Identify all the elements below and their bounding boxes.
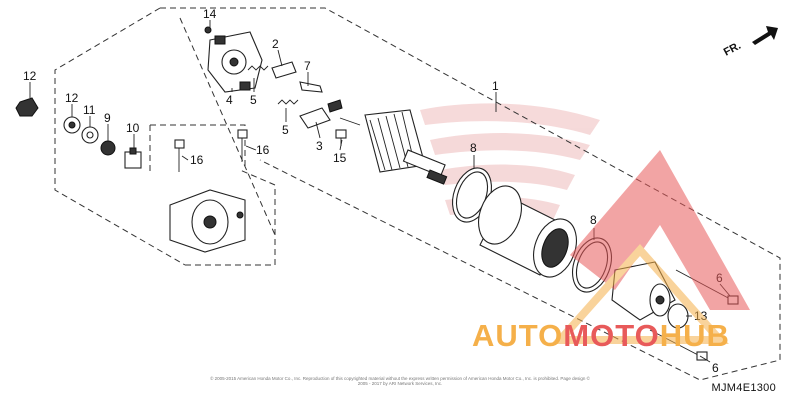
terminal-parts [15,97,142,169]
callout-8a: 8 [470,141,477,155]
callout-8b: 8 [590,213,597,227]
rear-cover [169,189,246,253]
direction-indicator: FR. [720,20,780,65]
diagram-code: MJM4E1300 [711,382,776,394]
callout-1: 1 [492,79,499,93]
watermark-triangle [551,150,750,344]
callout-16a: 16 [190,153,204,167]
callout-16b: 16 [256,143,270,157]
callout-12a: 12 [23,69,37,83]
callout-12b: 12 [65,91,79,105]
screw-14 [204,26,212,34]
watermark-logo: AUTOMOTOHUB [472,318,730,353]
svg-text:FR.: FR. [722,40,743,59]
brush-springs [247,61,343,129]
callout-15: 15 [333,151,347,165]
front-arrow-icon: FR. [722,26,778,59]
callout-11: 11 [83,103,96,117]
callout-6b: 6 [712,361,719,375]
copyright-notice: © 2005-2015 American Honda Motor Co., In… [210,376,590,386]
callout-7: 7 [304,59,311,73]
callout-14: 14 [203,7,217,21]
yoke-housing [478,185,577,278]
callout-5a: 5 [250,93,257,107]
callout-2: 2 [272,37,279,51]
callout-4: 4 [226,93,233,107]
brush-holder [207,31,263,93]
callout-3: 3 [316,139,323,153]
bolts-16 [174,129,248,172]
callout-9: 9 [104,111,111,125]
callout-5b: 5 [282,123,289,137]
callout-10: 10 [126,121,140,135]
armature [339,109,448,185]
